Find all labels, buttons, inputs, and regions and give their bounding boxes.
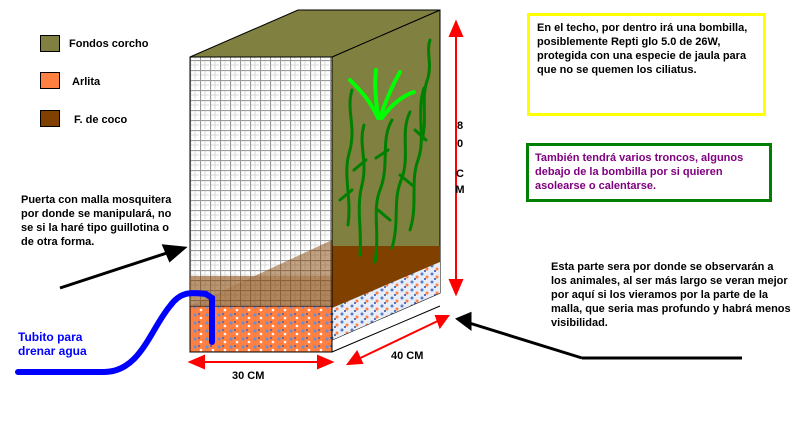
width-label: 30 CM	[232, 370, 265, 382]
legend-swatch-coco	[40, 110, 60, 127]
legend-label-coco: F. de coco	[74, 114, 128, 126]
door-arrow	[59, 244, 188, 290]
logs-note: También tendrá varios troncos, algunos d…	[535, 152, 744, 192]
lamp-note: En el techo, por dentro irá una bombilla…	[537, 22, 748, 76]
lamp-note-box	[527, 13, 766, 116]
view-arrow	[455, 311, 742, 360]
legend-swatch-cork	[40, 35, 60, 52]
height-arrow	[448, 19, 464, 297]
drain-note: Tubito para drenar agua	[18, 330, 87, 358]
height-label-2: 0	[456, 138, 464, 150]
legend-label-cork: Fondos corcho	[69, 38, 149, 50]
mesh-over-coco	[190, 240, 332, 306]
drain-tube	[15, 290, 215, 375]
door-note: Puerta con malla mosquitera por donde se…	[21, 194, 172, 248]
height-label-4: M	[455, 184, 465, 196]
height-label-3: C	[456, 168, 464, 180]
logs-note-box	[526, 143, 772, 202]
vines	[338, 38, 432, 264]
legend-swatch-arlita	[40, 72, 60, 89]
width-arrow	[187, 354, 335, 370]
depth-arrow	[345, 315, 450, 366]
depth-label: 40 CM	[391, 350, 424, 362]
edge-bottom	[331, 305, 441, 353]
legend-label-arlita: Arlita	[72, 76, 101, 88]
plant	[348, 68, 416, 120]
arlita-side	[332, 262, 440, 340]
view-note: Esta parte sera por donde se observarán …	[551, 261, 791, 329]
coco-fiber-side	[332, 246, 440, 308]
height-label-1: 8	[456, 120, 464, 132]
